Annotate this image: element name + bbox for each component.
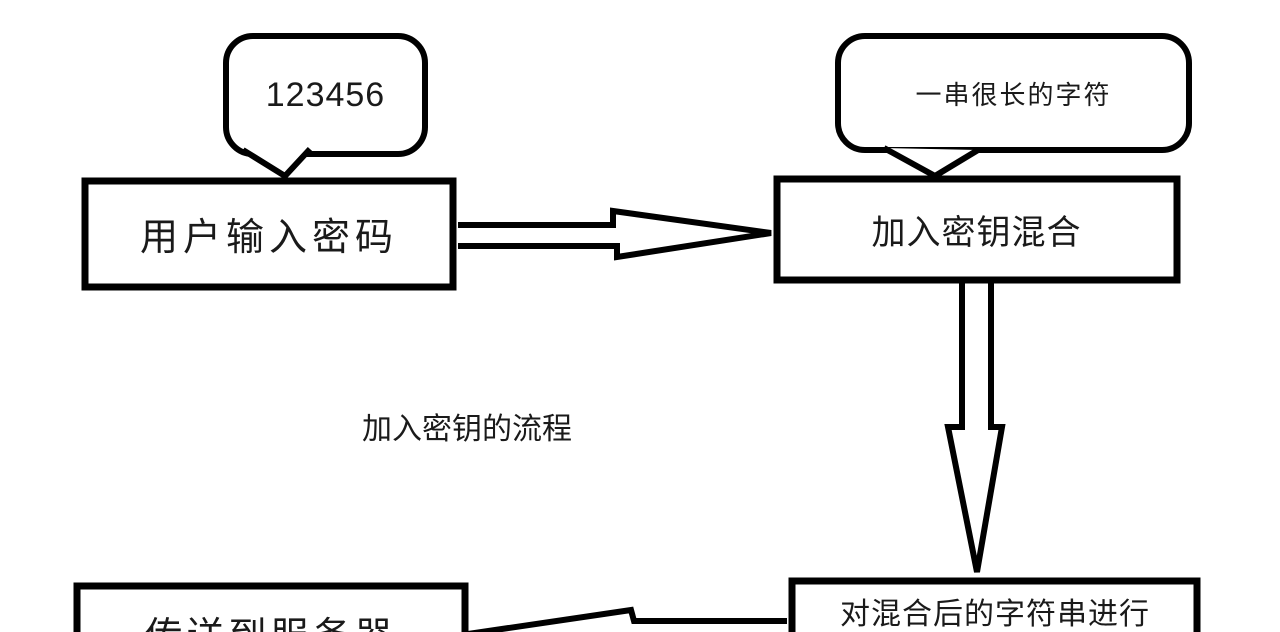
flow-box-user-input: [81, 177, 457, 291]
callout-password-example-label: 123456: [265, 75, 386, 114]
arrow-hash-string-to-send-server: [467, 606, 787, 632]
speech-bubble-long-string-tail: [882, 145, 980, 180]
flow-box-mix-key: [773, 175, 1181, 284]
callout-long-string-label: 一串很长的字符: [915, 79, 1112, 110]
flow-box-user-input-label: 用户输入密码: [139, 217, 398, 259]
speech-bubble-password: [223, 33, 428, 157]
flow-box-mix-key-label: 加入密钥混合: [871, 213, 1082, 252]
flow-box-send-server-label: 传送到服务器: [73, 605, 468, 632]
arrow-mix-key-to-hash-string: [944, 272, 1006, 573]
flow-box-send-server: [73, 582, 469, 632]
speech-bubble-long-string: [835, 33, 1192, 153]
flow-box-hash-string: [788, 577, 1201, 632]
arrow-user-input-to-mix-key: [458, 207, 772, 261]
diagram-title: 加入密钥的流程: [362, 413, 572, 446]
speech-bubble-password-tail: [241, 146, 313, 180]
flow-box-hash-string-label: 对混合后的字符串进行: [840, 598, 1150, 631]
